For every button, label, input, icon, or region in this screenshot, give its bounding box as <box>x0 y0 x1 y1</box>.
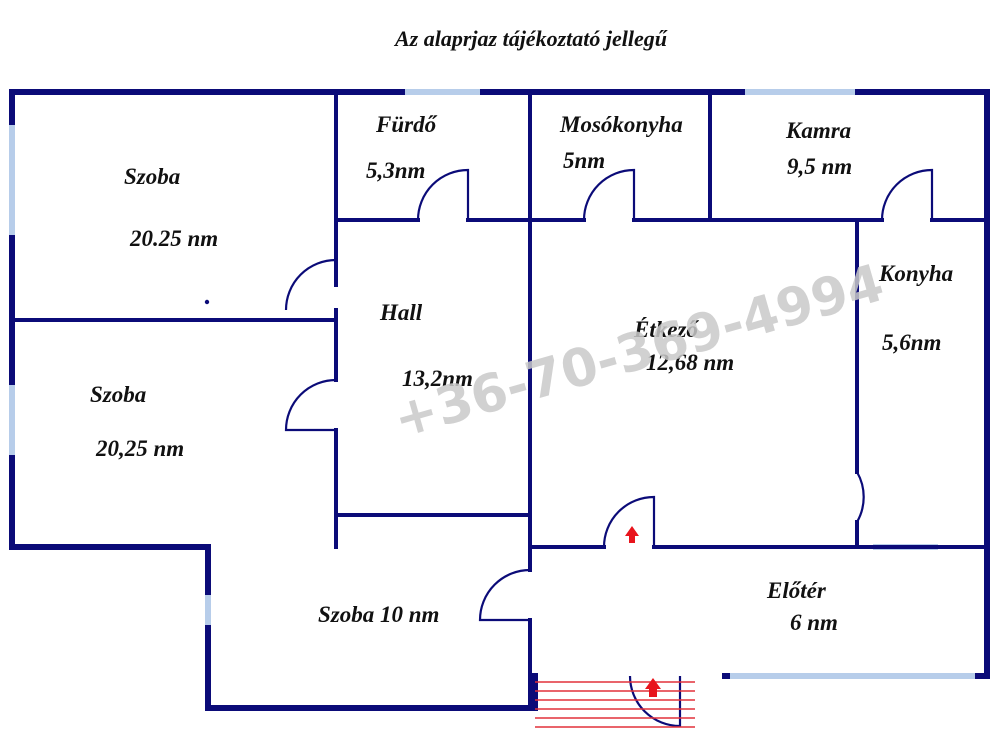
room-szoba-1-name: Szoba <box>124 164 180 189</box>
plan-dot <box>204 299 210 305</box>
room-furdo-area: 5,3nm <box>366 158 425 183</box>
room-kamra-area: 9,5 nm <box>787 154 852 179</box>
interior-walls <box>10 90 989 710</box>
room-eloter-area: 6 nm <box>790 610 838 635</box>
room-szoba-3-label: Szoba 10 nm <box>318 602 439 627</box>
room-mosokonyha-name: Mosókonyha <box>559 112 683 137</box>
entrance-arrow-icon <box>645 678 661 697</box>
room-konyha-name: Konyha <box>878 261 953 286</box>
entry-arrow-icon <box>625 526 639 543</box>
entrance-stairs <box>535 681 695 728</box>
room-etkezo-area: 12,68 nm <box>646 350 734 375</box>
room-eloter-name: Előtér <box>766 578 827 603</box>
doors <box>284 168 934 728</box>
room-hall-name: Hall <box>379 300 423 325</box>
room-furdo-name: Fürdő <box>375 112 438 137</box>
phone-watermark: +36-70-369-4994 <box>387 253 890 450</box>
room-szoba-2-area: 20,25 nm <box>95 436 184 461</box>
room-mosokonyha-area: 5nm <box>563 148 605 173</box>
room-labels: Szoba 20.25 nm Szoba 20,25 nm Fürdő 5,3n… <box>90 112 953 635</box>
room-etkezo-name: Étkező <box>633 317 699 342</box>
room-kamra-name: Kamra <box>785 118 851 143</box>
room-szoba-2-name: Szoba <box>90 382 146 407</box>
room-szoba-1-area: 20.25 nm <box>129 226 218 251</box>
windows <box>9 89 975 679</box>
plan-title: Az alaprjaz tájékoztató jellegű <box>393 26 668 51</box>
room-konyha-area: 5,6nm <box>882 330 941 355</box>
room-hall-area: 13,2nm <box>402 366 473 391</box>
